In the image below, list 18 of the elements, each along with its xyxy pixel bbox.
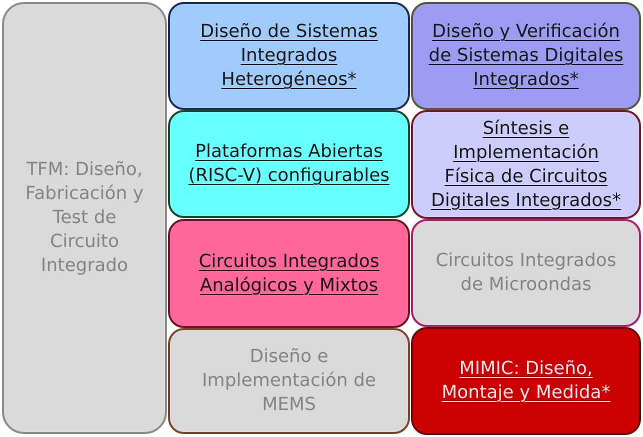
course-box <box>411 2 641 110</box>
course-box <box>2 2 167 434</box>
course-box <box>168 219 410 328</box>
course-title: TFM: Diseño, Fabricación y Test de Circuito Integrado <box>24 158 145 278</box>
course-box <box>168 328 410 434</box>
course-title: Diseño e Implementación de MEMS <box>201 345 377 417</box>
course-link: Diseño y Verificación de Sistemas Digitales Integrados* <box>428 20 624 92</box>
course-link: Plataformas Abiertas (RISC-V) configurables <box>187 140 391 188</box>
course-box <box>411 110 641 219</box>
course-link: MIMIC: Diseño, Montaje y Medida* <box>440 357 612 405</box>
course-title: Circuitos Integrados de Microondas <box>434 249 618 297</box>
course-box <box>168 2 410 110</box>
course-box <box>168 110 410 218</box>
course-box <box>411 327 641 435</box>
course-link: Síntesis e Implementación Física de Circuitos Digitales Integrados* <box>430 116 622 212</box>
course-box <box>411 219 641 327</box>
course-link: Diseño de Sistemas Integrados Heterogéneos* <box>199 20 379 92</box>
course-link: Circuitos Integrados Analógicos y Mixtos <box>198 250 380 298</box>
